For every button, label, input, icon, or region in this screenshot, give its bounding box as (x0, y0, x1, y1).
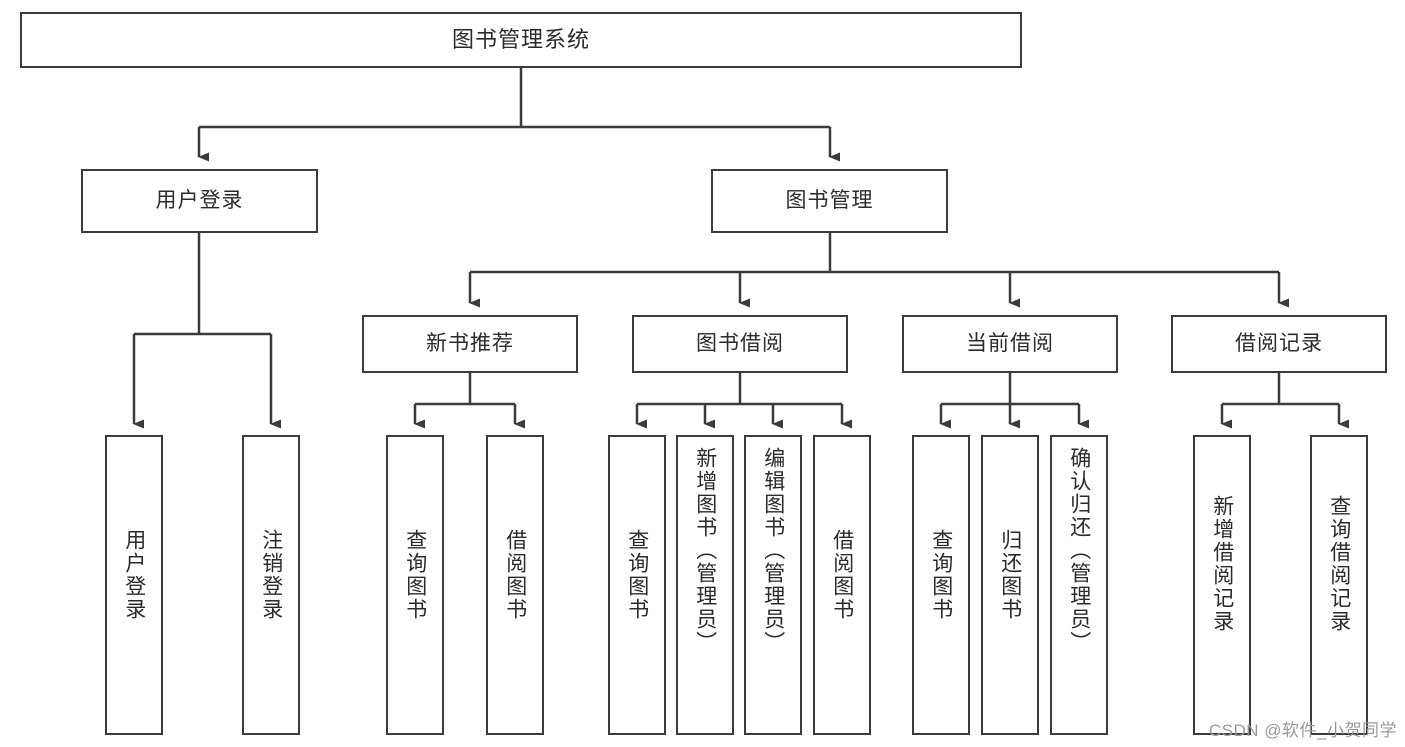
watermark-text: CSDN @软件_小贺同学 (1208, 721, 1397, 740)
node-borrow-record[interactable]: 借阅记录 (1171, 315, 1387, 373)
leaf-borrow-record-add-record[interactable]: 新增借阅记录 (1193, 435, 1251, 735)
node-book-borrow[interactable]: 图书借阅 (632, 315, 848, 373)
leaf-label: 编辑图书（管理员） (761, 447, 785, 654)
node-current-borrow[interactable]: 当前借阅 (902, 315, 1118, 373)
leaf-label: 新增图书（管理员） (693, 447, 717, 654)
leaf-label: 注销登录 (259, 529, 283, 621)
node-label: 新书推荐 (426, 332, 514, 356)
node-label: 图书借阅 (696, 332, 784, 356)
leaf-label: 查询图书 (929, 529, 953, 621)
leaf-borrow-book-query-book[interactable]: 查询图书 (608, 435, 666, 735)
node-label: 借阅记录 (1235, 332, 1323, 356)
leaf-borrow-book-add-book-admin[interactable]: 新增图书（管理员） (676, 435, 734, 735)
leaf-label: 查询图书 (625, 529, 649, 621)
leaf-user-login-login[interactable]: 用户登录 (105, 435, 163, 735)
node-root-book-management-system[interactable]: 图书管理系统 (20, 12, 1022, 68)
leaf-label: 新增借阅记录 (1210, 495, 1234, 633)
node-label: 图书管理系统 (451, 26, 590, 52)
leaf-label: 借阅图书 (503, 529, 527, 621)
leaf-new-book-query-book[interactable]: 查询图书 (386, 435, 444, 735)
node-label: 图书管理 (785, 189, 874, 213)
leaf-borrow-book-edit-book-admin[interactable]: 编辑图书（管理员） (744, 435, 802, 735)
leaf-current-borrow-query-book[interactable]: 查询图书 (912, 435, 970, 735)
leaf-borrow-book-borrow-book[interactable]: 借阅图书 (813, 435, 871, 735)
leaf-label: 用户登录 (122, 529, 146, 621)
leaf-label: 借阅图书 (830, 529, 854, 621)
node-user-login[interactable]: 用户登录 (81, 169, 318, 233)
node-label: 用户登录 (155, 189, 244, 213)
node-new-book-recommend[interactable]: 新书推荐 (362, 315, 578, 373)
node-label: 当前借阅 (966, 332, 1054, 356)
node-book-management[interactable]: 图书管理 (711, 169, 948, 233)
leaf-label: 确认归还（管理员） (1067, 447, 1091, 654)
leaf-label: 查询图书 (403, 529, 427, 621)
leaf-current-borrow-return-book[interactable]: 归还图书 (981, 435, 1039, 735)
leaf-new-book-borrow-book[interactable]: 借阅图书 (486, 435, 544, 735)
leaf-user-login-logout[interactable]: 注销登录 (242, 435, 300, 735)
leaf-current-borrow-confirm-return-admin[interactable]: 确认归还（管理员） (1050, 435, 1108, 735)
leaf-label: 归还图书 (998, 529, 1022, 621)
leaf-label: 查询借阅记录 (1327, 495, 1351, 633)
leaf-borrow-record-query-record[interactable]: 查询借阅记录 (1310, 435, 1368, 735)
